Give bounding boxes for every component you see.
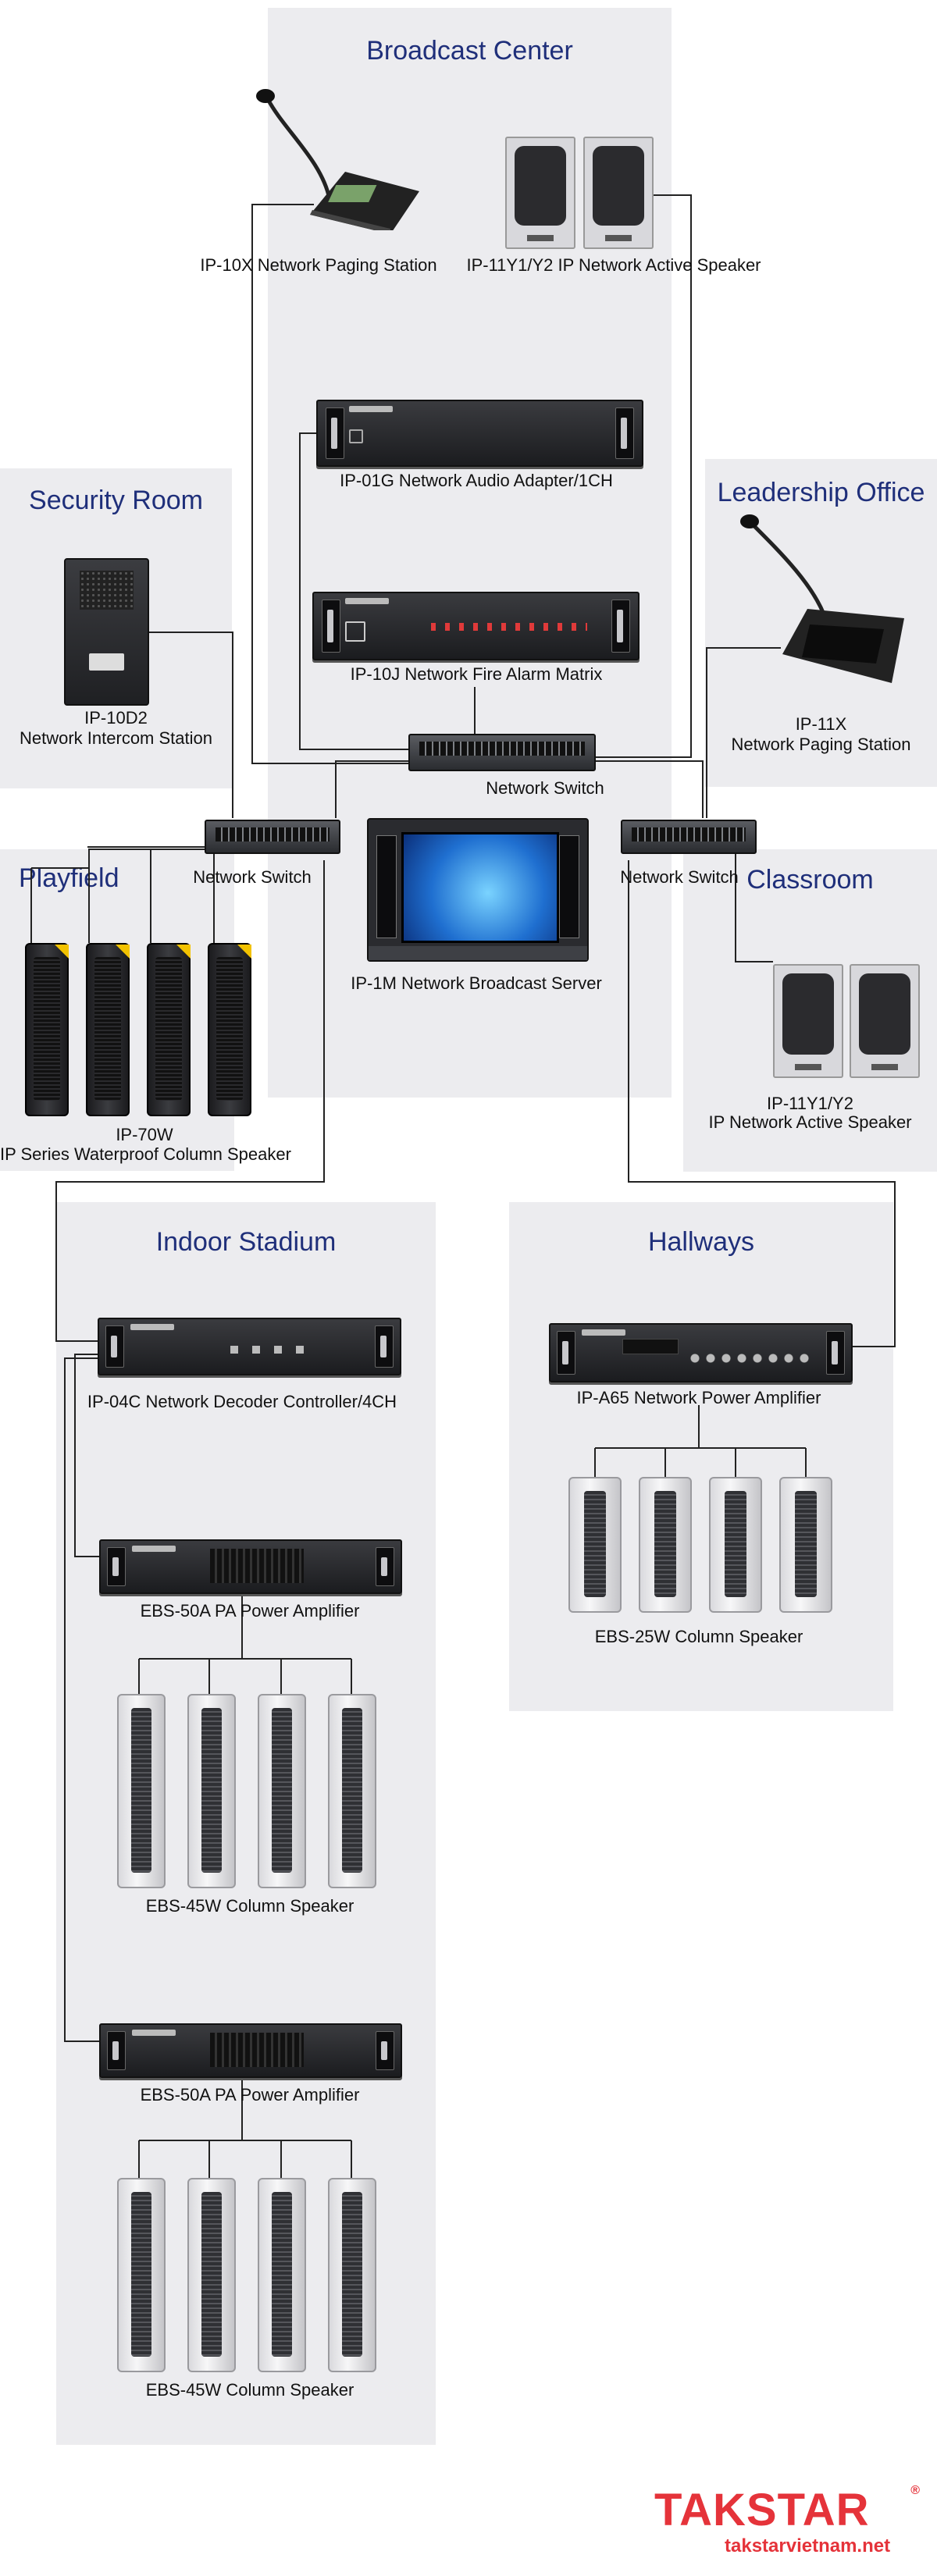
label-ip10d2-model: IP-10D2: [84, 708, 148, 728]
ip1m-server-monitor-icon: [367, 818, 589, 962]
ip11x-paging-station: [736, 507, 907, 687]
label-ebs50a-1: EBS-50A PA Power Amplifier: [140, 1601, 360, 1621]
speaker-icon: [117, 1694, 166, 1888]
speaker-icon: [709, 1477, 762, 1613]
right-switch-icon: [621, 820, 757, 854]
label-ip11x-name: Network Paging Station: [731, 735, 911, 754]
speaker-icon: [505, 137, 575, 249]
zone-title-classroom: Classroom: [746, 865, 874, 895]
microphone-icon: [256, 89, 419, 234]
label-ipa65: IP-A65 Network Power Amplifier: [576, 1388, 821, 1407]
speaker-icon: [147, 943, 191, 1116]
label-ip10d2-name: Network Intercom Station: [20, 728, 212, 748]
website-url: takstarvietnam.net: [725, 2535, 891, 2556]
label-ebs25w: EBS-25W Column Speaker: [594, 1627, 803, 1646]
speaker-icon: [639, 1477, 692, 1613]
speaker-icon: [258, 1694, 306, 1888]
zone-title-security-room: Security Room: [29, 486, 203, 515]
speaker-icon: [25, 943, 69, 1116]
zone-title-broadcast-center: Broadcast Center: [366, 36, 573, 66]
label-ip70w-model: IP-70W: [116, 1125, 173, 1144]
label-ip11x-model: IP-11X: [795, 714, 847, 734]
center-switch-icon: [408, 734, 596, 771]
label-ebs50a-2: EBS-50A PA Power Amplifier: [140, 2085, 360, 2105]
speaker-icon: [583, 137, 654, 249]
ip04c-rack-icon: [98, 1318, 401, 1375]
intercom-icon: [64, 558, 149, 706]
speaker-icon: [779, 1477, 832, 1613]
label-switch-right: Network Switch: [620, 867, 739, 887]
speaker-icon: [187, 1694, 236, 1888]
speaker-icon: [187, 2178, 236, 2372]
zone-title-indoor-stadium: Indoor Stadium: [155, 1227, 337, 1257]
label-ip10j: IP-10J Network Fire Alarm Matrix: [350, 664, 603, 684]
speaker-icon: [86, 943, 130, 1116]
label-ip11y-classroom-name: IP Network Active Speaker: [708, 1112, 912, 1132]
zone-security-room: Security Room: [0, 468, 232, 788]
ebs50a-rack-icon: [99, 2023, 402, 2078]
ebs50a-rack-icon: [99, 1539, 402, 1594]
zone-title-hallways: Hallways: [647, 1227, 755, 1257]
label-ip11y-broadcast: IP-11Y1/Y2 IP Network Active Speaker: [466, 255, 761, 275]
label-switch-left: Network Switch: [193, 867, 312, 887]
ip10x-paging-station: [251, 82, 423, 234]
zone-title-leadership-office: Leadership Office: [717, 478, 925, 507]
ipa65-rack-icon: [549, 1323, 853, 1382]
speaker-icon: [328, 2178, 376, 2372]
ip10j-rack-icon: [312, 592, 640, 660]
label-ip11y-classroom-model: IP-11Y1/Y2: [767, 1094, 853, 1113]
speaker-icon: [328, 1694, 376, 1888]
ip01g-rack-icon: [316, 400, 643, 467]
speaker-icon: [773, 964, 843, 1078]
left-switch-icon: [205, 820, 340, 854]
label-switch-center: Network Switch: [486, 778, 604, 798]
label-ebs45w-2: EBS-45W Column Speaker: [145, 2380, 354, 2400]
logo-registered-mark: ®: [910, 2484, 920, 2497]
label-ebs45w-1: EBS-45W Column Speaker: [145, 1896, 354, 1916]
label-ip04c: IP-04C Network Decoder Controller/4CH: [87, 1392, 397, 1411]
microphone-icon: [740, 514, 904, 683]
label-ip10x: IP-10X Network Paging Station: [200, 255, 437, 275]
speaker-icon: [568, 1477, 622, 1613]
label-ip01g: IP-01G Network Audio Adapter/1CH: [340, 471, 613, 490]
speaker-icon: [258, 2178, 306, 2372]
label-ip70w-name: IP Series Waterproof Column Speaker: [0, 1144, 291, 1164]
label-ip1m: IP-1M Network Broadcast Server: [351, 973, 602, 993]
logo-text: TAKSTAR: [654, 2485, 870, 2535]
takstar-logo: TAKSTAR ®: [654, 2484, 920, 2535]
speaker-icon: [117, 2178, 166, 2372]
speaker-icon: [850, 964, 920, 1078]
speaker-icon: [208, 943, 251, 1116]
zone-hallways: Hallways: [509, 1202, 893, 1711]
